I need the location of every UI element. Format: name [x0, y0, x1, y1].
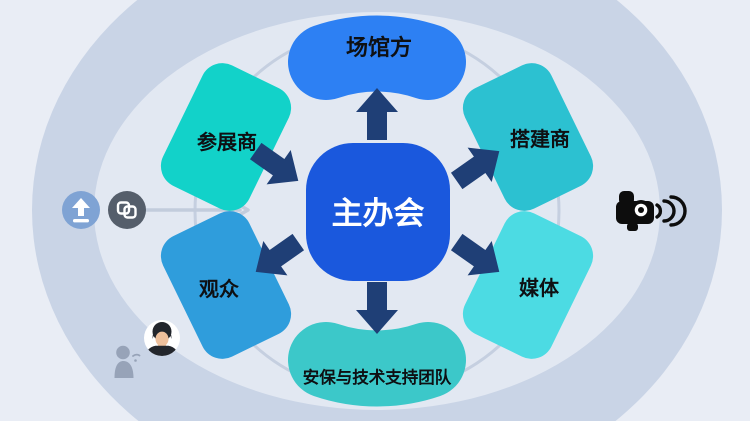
label-audience: 观众 [199, 278, 239, 301]
avatar-face [155, 331, 169, 347]
avatar-hair-front [152, 326, 172, 339]
link-icon [108, 191, 146, 229]
center-node-shape [306, 143, 450, 281]
speaker-body [114, 361, 134, 378]
arrow-to-builder [450, 147, 500, 190]
camera-wave-3 [669, 195, 687, 227]
upload-icon-arrow [72, 198, 90, 216]
camera-wave-2 [662, 199, 676, 223]
segment-exhibitor [160, 63, 292, 211]
speaker-head [116, 345, 130, 360]
arrow-from-exhibitor [249, 142, 299, 185]
speaker-speech-dot [134, 359, 137, 362]
segments [160, 15, 594, 407]
arrow-to-audience [255, 233, 305, 276]
center-node: 主办会 [306, 143, 450, 281]
label-media: 媒体 [519, 276, 560, 300]
arrow-to-venue [356, 88, 398, 140]
segment-audience [160, 211, 292, 359]
link-icon-right-loop [123, 205, 137, 219]
speaker-speech-mark [132, 353, 141, 357]
segment-labels: 场馆方 参展商 搭建商 观众 媒体 安保与技术支持团队 [197, 35, 570, 387]
label-exhibitor: 参展商 [197, 130, 257, 154]
label-builder: 搭建商 [510, 127, 570, 151]
upload-icon [62, 191, 100, 229]
center-node-label: 主办会 [332, 196, 425, 231]
label-security-tech: 安保与技术支持团队 [303, 367, 452, 387]
arrows [249, 88, 500, 334]
speaking-person-icon [114, 345, 141, 378]
upload-icon-bar [73, 219, 89, 223]
camera-lens-center [638, 207, 644, 213]
live-camera-icon [616, 191, 687, 231]
camera-foot [627, 223, 638, 231]
segment-security-tech [288, 322, 466, 407]
arrow-to-security-tech [356, 282, 398, 334]
arrow-to-media [450, 233, 500, 276]
label-venue: 场馆方 [346, 35, 412, 60]
segment-builder [462, 63, 594, 211]
segment-media [462, 211, 594, 359]
camera-wave-1 [655, 203, 663, 219]
link-icon-circle [108, 191, 146, 229]
segment-venue [288, 15, 466, 100]
